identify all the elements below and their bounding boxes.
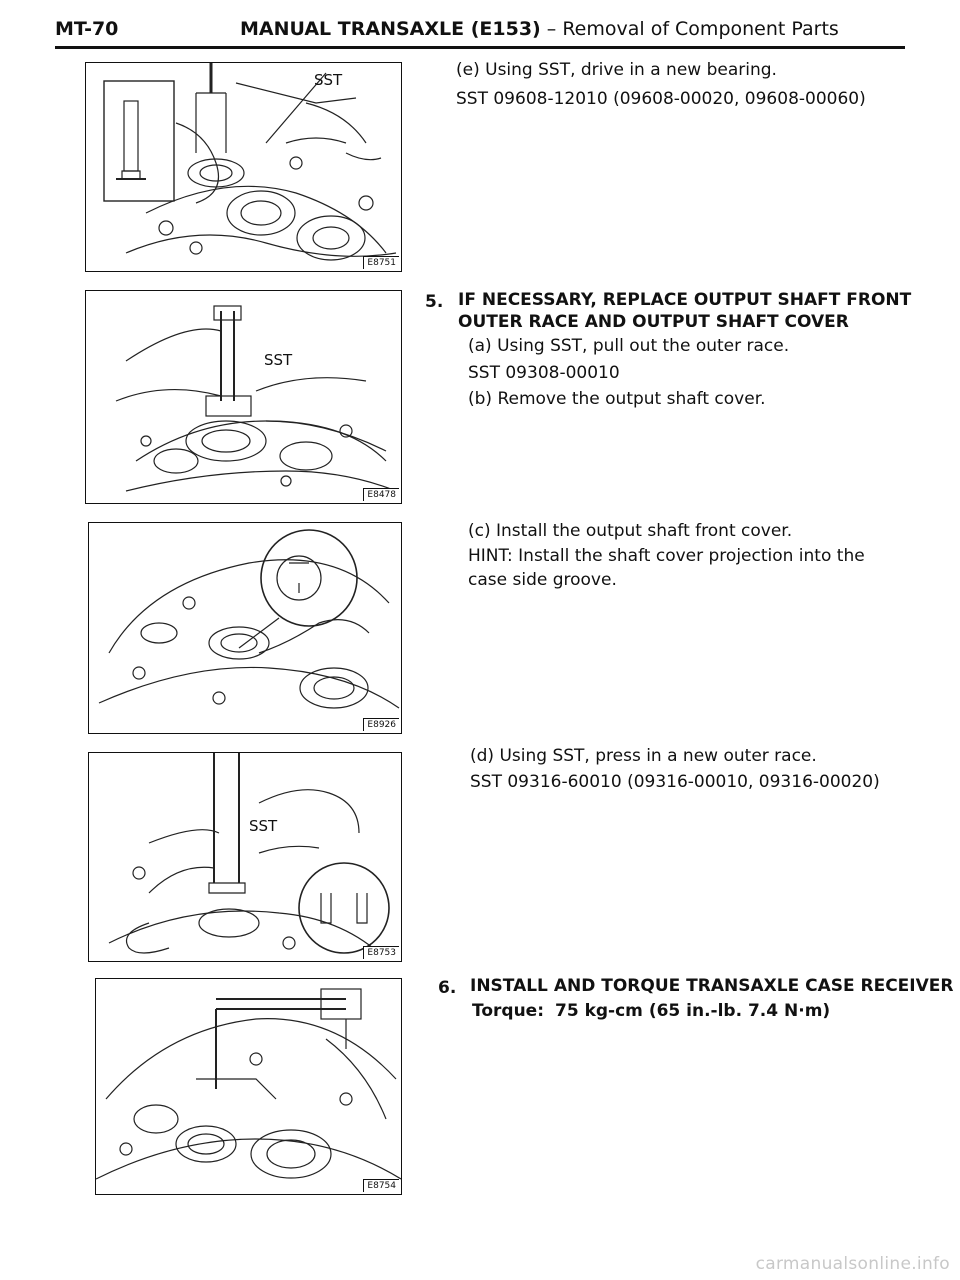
step-6-title: INSTALL AND TORQUE TRANSAXLE CASE RECEIV…	[470, 976, 954, 996]
header-rule	[55, 46, 905, 49]
step-d-text: (d) Using SST, press in a new outer race…	[470, 746, 817, 766]
figure-bearing-install: SST E8751	[85, 62, 402, 272]
title-rest: – Removal of Component Parts	[540, 18, 839, 40]
figure-id: E8478	[363, 488, 399, 501]
step-6-number: 6.	[438, 978, 457, 998]
step-e-sst: SST 09608-12010 (09608-00020, 09608-0006…	[456, 89, 866, 109]
torque-label: Torque:	[472, 1001, 545, 1021]
page-code: MT-70	[55, 18, 119, 40]
step-5-title-line2: OUTER RACE AND OUTPUT SHAFT COVER	[458, 312, 849, 332]
figure-outer-race-press: SST E8753	[88, 752, 402, 962]
figure-sst-label: SST	[264, 351, 293, 369]
step-5-title-line1: IF NECESSARY, REPLACE OUTPUT SHAFT FRONT	[458, 290, 912, 310]
step-a-sst: SST 09308-00010	[468, 363, 620, 383]
figure-id: E8753	[363, 946, 399, 959]
figure-outer-race-pull: SST E8478	[85, 290, 402, 504]
figure-id: E8751	[363, 256, 399, 269]
step-d-sst: SST 09316-60010 (09316-00010, 09316-0002…	[470, 772, 880, 792]
step-5-number: 5.	[425, 292, 444, 312]
step-c-hint: HINT: Install the shaft cover projection…	[468, 546, 865, 590]
figure-sst-label: SST	[249, 817, 278, 835]
torque-value: 75 kg-cm (65 in.-lb. 7.4 N·m)	[555, 1001, 831, 1021]
title-bold: MANUAL TRANSAXLE (E153)	[240, 18, 541, 40]
footer-watermark: carmanualsonline.info	[755, 1254, 950, 1274]
figure-cover-install: E8926	[88, 522, 402, 734]
page-header: MT-70 MANUAL TRANSAXLE (E153) – Removal …	[55, 18, 905, 50]
figure-id: E8926	[363, 718, 399, 731]
step-c-text: (c) Install the output shaft front cover…	[468, 521, 793, 541]
page-title: MANUAL TRANSAXLE (E153) – Removal of Com…	[240, 18, 839, 40]
figure-id: E8754	[363, 1179, 399, 1192]
step-e-text: (e) Using SST, drive in a new bearing.	[456, 60, 777, 80]
step-a-text: (a) Using SST, pull out the outer race.	[468, 336, 790, 356]
figure-case-receiver-torque: E8754	[95, 978, 402, 1195]
figure-sst-label: SST	[314, 71, 343, 89]
step-b-text: (b) Remove the output shaft cover.	[468, 389, 766, 409]
